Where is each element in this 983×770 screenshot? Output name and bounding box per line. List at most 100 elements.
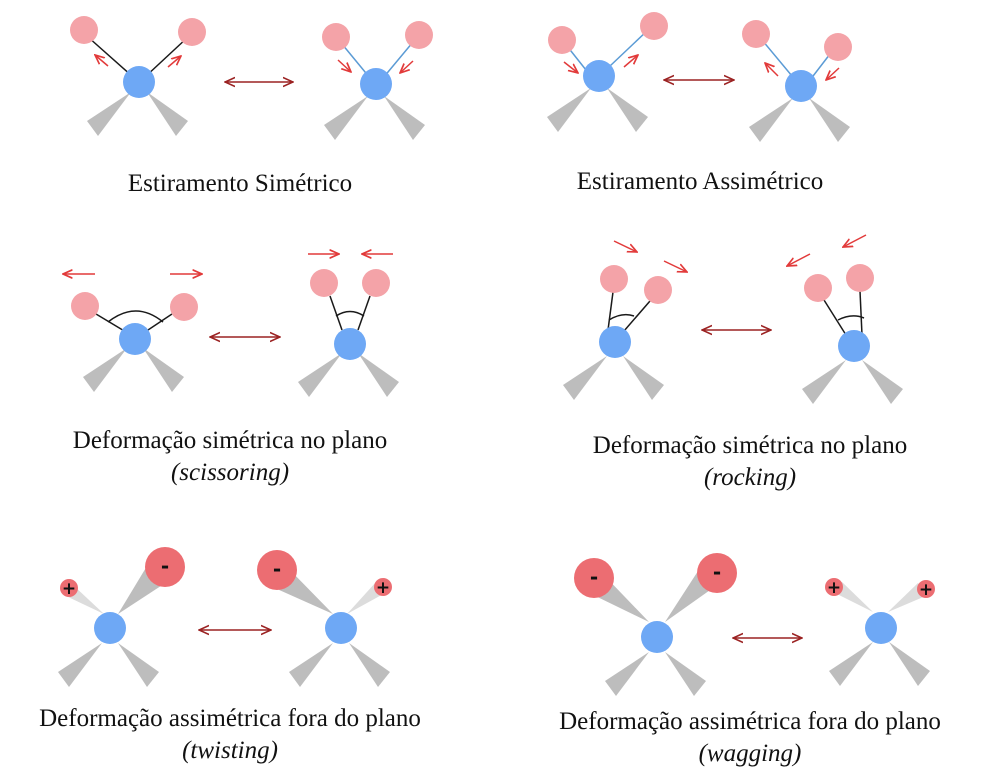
central-atom	[334, 328, 366, 360]
panel-twisting: + - - +	[58, 547, 392, 687]
motion-arrow	[613, 240, 637, 252]
motion-arrow	[95, 55, 109, 67]
minus-sign: -	[273, 557, 281, 581]
positive-charge-atom: +	[374, 578, 392, 598]
lower-right-wedge	[809, 98, 850, 142]
lower-right-wedge	[147, 92, 188, 136]
caption-title: Deformação assimétrica fora do plano	[39, 705, 421, 732]
lower-left-wedge	[83, 348, 127, 392]
negative-charge-atom: -	[697, 553, 737, 593]
lower-left-wedge	[298, 353, 342, 397]
left-peripheral-atom	[70, 16, 98, 44]
molecule-state-1	[547, 12, 668, 132]
plus-sign: +	[376, 578, 390, 598]
molecule-state-2: - +	[257, 550, 392, 687]
right-bond	[144, 313, 173, 333]
molecule-state-1	[70, 16, 206, 136]
caption-subtitle: (rocking)	[703, 464, 797, 491]
molecule-state-1	[63, 274, 202, 392]
left-peripheral-atom	[310, 269, 338, 297]
minus-sign: -	[713, 560, 721, 584]
bond-angle-arc	[335, 310, 365, 317]
lower-right-wedge	[623, 356, 664, 400]
left-peripheral-atom	[742, 20, 770, 48]
central-atom	[838, 330, 870, 362]
lower-right-wedge	[862, 360, 903, 404]
lower-right-wedge	[665, 652, 706, 696]
molecule-state-2	[787, 234, 903, 404]
caption-twisting: Deformação assimétrica fora do plano (tw…	[0, 703, 460, 767]
right-peripheral-atom	[644, 276, 672, 304]
panel-symmetric-stretch	[70, 16, 433, 140]
caption-wagging: Deformação assimétrica fora do plano (wa…	[520, 706, 980, 770]
motion-arrow	[167, 56, 181, 68]
caption-subtitle: (wagging)	[698, 740, 802, 767]
right-peripheral-atom	[405, 21, 433, 49]
molecule-state-1: + -	[58, 547, 185, 687]
molecule-state-2	[298, 254, 399, 397]
motion-arrow	[623, 55, 638, 68]
central-atom	[599, 326, 631, 358]
caption-title: Estiramento Assimétrico	[576, 168, 824, 195]
motion-arrow	[843, 234, 867, 247]
molecule-state-2: + +	[825, 578, 935, 686]
left-peripheral-atom	[804, 274, 832, 302]
caption-subtitle: (scissoring)	[170, 459, 290, 486]
negative-charge-atom: -	[145, 547, 185, 587]
right-bond	[623, 300, 651, 332]
right-peripheral-atom	[178, 18, 206, 46]
left-peripheral-atom	[71, 292, 99, 320]
lower-right-wedge	[607, 88, 648, 132]
right-peripheral-atom	[362, 269, 390, 297]
negative-charge-atom: -	[257, 550, 297, 590]
panel-asymmetric-stretch	[547, 12, 852, 142]
right-bond	[382, 41, 414, 79]
lower-right-wedge	[143, 348, 184, 392]
motion-arrow	[787, 253, 811, 266]
motion-arrow	[765, 63, 779, 77]
upper-left-wedge	[833, 582, 873, 612]
lower-right-wedge	[358, 353, 399, 397]
minus-sign: -	[161, 554, 169, 578]
motion-arrow	[563, 61, 578, 73]
right-peripheral-atom	[846, 264, 874, 292]
caption-scissoring: Deformação simétrica no plano (scissorin…	[20, 425, 440, 489]
plus-sign: +	[827, 578, 841, 598]
central-atom	[94, 612, 126, 644]
lower-left-wedge	[289, 643, 333, 687]
central-atom	[641, 621, 673, 653]
bond-angle-arc	[608, 313, 635, 321]
central-atom	[865, 612, 897, 644]
left-peripheral-atom	[322, 23, 350, 51]
lower-left-wedge	[547, 88, 591, 132]
caption-rocking: Deformação simétrica no plano (rocking)	[540, 430, 960, 494]
caption-symmetric-stretch: Estiramento Simétrico	[70, 168, 410, 200]
right-peripheral-atom	[170, 293, 198, 321]
lower-right-wedge	[889, 642, 930, 686]
left-peripheral-atom	[600, 265, 628, 293]
left-peripheral-atom	[548, 26, 576, 54]
central-atom	[583, 60, 615, 92]
plus-sign: +	[919, 580, 933, 600]
lower-left-wedge	[605, 652, 649, 696]
lower-right-wedge	[384, 96, 425, 140]
lower-right-wedge	[349, 643, 390, 687]
lower-left-wedge	[802, 360, 846, 404]
motion-arrow	[826, 67, 840, 80]
panel-scissoring	[63, 254, 399, 397]
central-atom	[325, 612, 357, 644]
positive-charge-atom: +	[917, 580, 935, 600]
lower-left-wedge	[324, 96, 368, 140]
right-bond	[809, 53, 831, 81]
left-bond	[87, 36, 134, 78]
right-bond	[859, 290, 863, 336]
right-bond	[609, 29, 649, 67]
lower-left-wedge	[749, 98, 793, 142]
panel-wagging: - - + +	[574, 553, 935, 696]
left-bond	[329, 295, 343, 331]
caption-title: Deformação simétrica no plano	[592, 432, 908, 459]
right-bond	[144, 36, 189, 78]
motion-arrow	[337, 59, 351, 72]
caption-asymmetric-stretch: Estiramento Assimétrico	[520, 166, 880, 198]
